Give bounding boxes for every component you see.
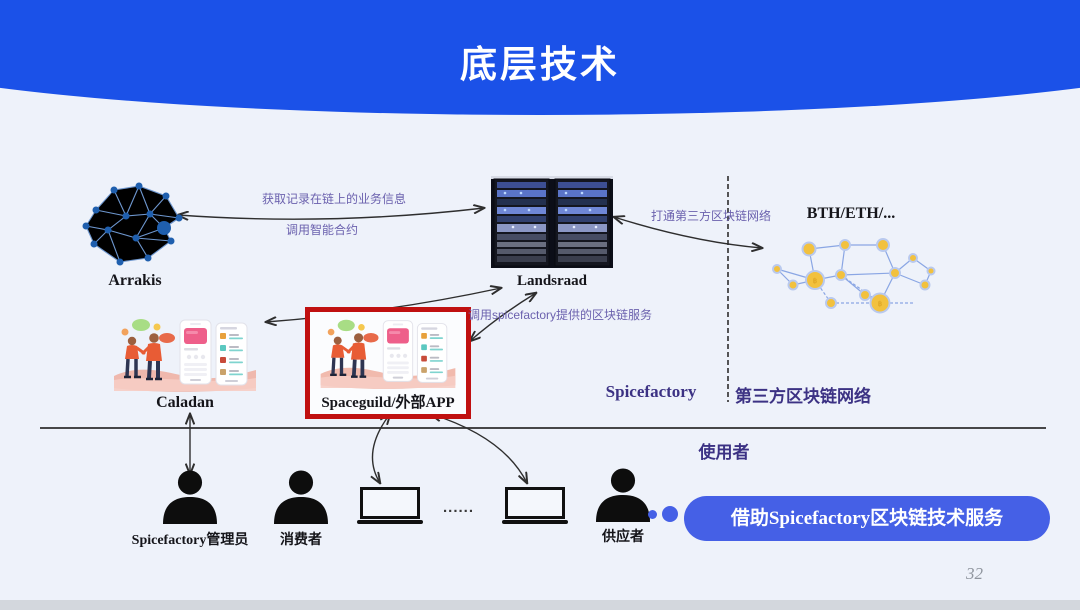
landsraad-label: Landsraad [516, 273, 588, 289]
supplier-label: 供应者 [602, 530, 644, 545]
arrow-spaceguild-laptop1 [372, 414, 390, 483]
arrow-arrakis-landsraad [178, 208, 484, 219]
page-title: 底层技术 [460, 44, 620, 85]
arrow-label-connect-third-party: 打通第三方区块链网络 [650, 209, 772, 223]
arrow-label-call-smart-contract: 调用智能合约 [285, 223, 359, 237]
arrow-landsraad-thirdparty [614, 217, 762, 248]
caladan-app-illustration [110, 314, 260, 392]
callout-pill: 借助Spicefactory区块链技术服务 [684, 496, 1050, 541]
consumer-label: 消费者 [280, 533, 322, 548]
arrow-spaceguild-landsraad [470, 293, 536, 341]
arrakis-label: Arrakis [108, 272, 162, 289]
bth-eth-label: BTH/ETH/... [806, 205, 896, 222]
arrow-label-call-spicefactory-service: 调用spicefactory提供的区块链服务 [467, 308, 653, 322]
server-racks-image [491, 176, 613, 268]
arrow-spaceguild-laptop2 [431, 414, 527, 483]
arrakis-network-icon [82, 182, 183, 266]
caladan-label: Caladan [156, 394, 214, 411]
admin-person-icon [161, 470, 219, 524]
svg-text:฿: ฿ [878, 300, 883, 308]
spicefactory-zone-label: Spicefactory [605, 382, 697, 401]
arrow-label-fetch-chain-info: 获取记录在链上的业务信息 [261, 192, 407, 206]
supplier-person-icon [594, 468, 652, 522]
callout-dot-large [662, 506, 678, 522]
users-zone-label: 使用者 [698, 443, 750, 462]
third-party-zone-label: 第三方区块链网络 [735, 387, 871, 406]
page-number: 32 [966, 564, 983, 583]
spaceguild-label: Spaceguild/外部APP [321, 395, 455, 411]
bottom-strip [0, 600, 1080, 610]
coin-network-icon: ฿฿ [772, 238, 936, 314]
spaceguild-app-illustration [313, 315, 463, 389]
svg-text:฿: ฿ [813, 277, 818, 285]
laptop-icon-1 [357, 487, 423, 524]
callout-dot-small [648, 510, 657, 519]
consumer-person-icon [272, 470, 330, 524]
ellipsis-label: ...... [443, 499, 475, 516]
laptop-icon-2 [502, 487, 568, 524]
header-banner [0, 0, 1080, 115]
spaceguild-highlight-box: Spaceguild/外部APP [305, 307, 471, 419]
admin-label: Spicefactory管理员 [131, 533, 249, 548]
